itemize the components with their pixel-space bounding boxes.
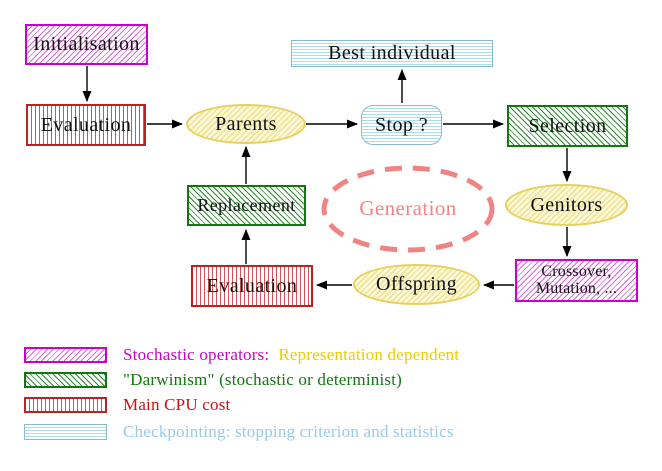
node-crossover-mutation: Crossover, Mutation, ... [515, 259, 638, 302]
crossover-line1: Crossover, [541, 262, 612, 280]
node-best-individual: Best individual [291, 40, 493, 67]
legend-label-main-cpu-cost: Main CPU cost [123, 395, 231, 414]
legend-label-darwinism: "Darwinism" (stochastic or determinist) [123, 370, 402, 389]
legend-swatch-cyan-horizontal [24, 424, 107, 440]
node-replacement: Replacement [187, 185, 306, 226]
node-stop: Stop ? [361, 105, 442, 145]
legend-label-checkpointing: Checkpointing: stopping criterion and st… [123, 422, 454, 441]
generation-cycle-label: Generation [359, 196, 457, 220]
legend-label-representation-dependent: Representation dependent [278, 345, 460, 364]
node-parents: Parents [186, 104, 306, 144]
generation-cycle-ellipse [321, 165, 495, 253]
legend-swatch-magenta-hatch [24, 347, 107, 363]
legend-label-stochastic-operators: Stochastic operators: [123, 345, 270, 364]
node-offspring: Offspring [353, 264, 480, 305]
node-initialisation: Initialisation [25, 24, 148, 65]
legend-row-darwinism: "Darwinism" (stochastic or determinist) [24, 370, 402, 389]
legend-swatch-red-vertical [24, 397, 107, 413]
legend-row-stochastic-operators: Stochastic operators: Representation dep… [24, 345, 460, 364]
node-evaluation-bottom: Evaluation [191, 265, 313, 307]
legend-row-checkpointing: Checkpointing: stopping criterion and st… [24, 422, 454, 441]
node-evaluation-top: Evaluation [26, 104, 146, 146]
legend-swatch-green-hatch [24, 372, 107, 388]
crossover-line2: Mutation, ... [535, 279, 618, 297]
legend-row-main-cpu-cost: Main CPU cost [24, 395, 231, 414]
node-selection: Selection [507, 105, 628, 147]
node-genitors: Genitors [505, 184, 628, 226]
